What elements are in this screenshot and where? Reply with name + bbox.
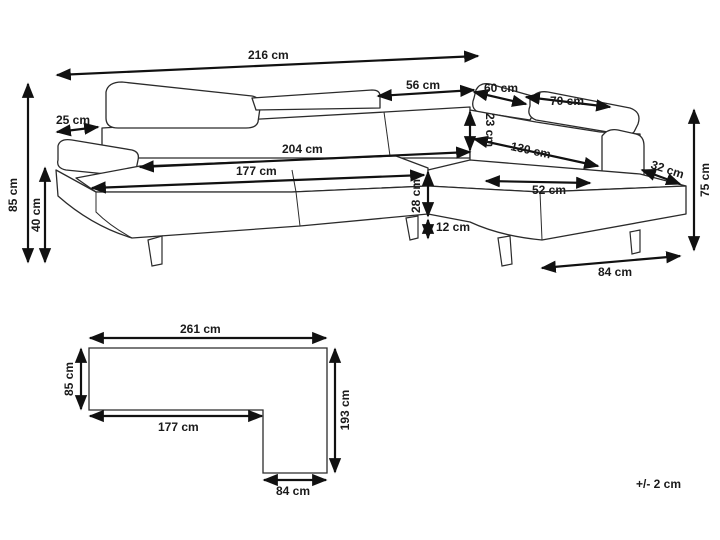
floor-plan: 261 cm 85 cm 177 cm 193 cm 84 cm xyxy=(62,322,352,498)
label-chaise-headrest: 70 cm xyxy=(550,94,584,108)
label-chaise-width: 84 cm xyxy=(598,265,632,279)
arrow-total-width xyxy=(55,50,480,81)
label-chaise-height: 75 cm xyxy=(698,163,712,197)
chaise-front xyxy=(427,185,687,241)
label-backrest-span: 204 cm xyxy=(282,142,323,156)
arrow-armrest-depth xyxy=(55,122,100,137)
armrest-chaise xyxy=(601,128,645,181)
floor-plan-outline xyxy=(88,347,328,474)
label-seat-height: 40 cm xyxy=(29,198,43,232)
leg-3 xyxy=(497,235,513,267)
arrow-corner-headrest xyxy=(472,89,528,107)
arrow-chaise-headrest xyxy=(524,92,612,112)
headrest-left xyxy=(105,81,261,129)
leg-1 xyxy=(147,235,163,267)
sofa-drawing xyxy=(55,81,687,267)
label-armrest-depth: 25 cm xyxy=(56,113,90,127)
arrow-chaise-seat xyxy=(484,175,592,189)
sofa-dimension-lines xyxy=(21,50,701,273)
arrow-backrest-span xyxy=(138,146,472,173)
arrow-chaise-arm xyxy=(640,168,682,186)
headrest-middle xyxy=(251,89,381,111)
body-line xyxy=(95,192,133,239)
label-seat-depth: 28 cm xyxy=(409,179,423,213)
label-plan-total-length: 261 cm xyxy=(180,322,221,336)
leg-4 xyxy=(629,229,641,255)
label-plan-depth: 85 cm xyxy=(62,362,76,396)
chaise-body-line xyxy=(539,191,543,241)
label-plan-total-depth: 193 cm xyxy=(338,390,352,431)
label-total-width: 216 cm xyxy=(248,48,289,62)
arrow-chaise-length xyxy=(472,135,600,170)
arrow-chaise-width xyxy=(540,251,682,273)
label-headrest-height: 23 cm xyxy=(483,113,497,147)
label-chaise-seat: 52 cm xyxy=(532,183,566,197)
leg-2 xyxy=(405,215,419,241)
label-headrest-width: 56 cm xyxy=(406,78,440,92)
arrow-seat-width xyxy=(90,169,426,194)
label-plan-chaise-width: 84 cm xyxy=(276,484,310,498)
arrow-headrest-width xyxy=(376,84,476,102)
label-seat-width: 177 cm xyxy=(236,164,277,178)
label-total-height: 85 cm xyxy=(6,178,20,212)
label-plan-inner-length: 177 cm xyxy=(158,420,199,434)
label-corner-headrest: 60 cm xyxy=(484,81,518,95)
label-leg-height: 12 cm xyxy=(436,220,470,234)
tolerance-note: +/- 2 cm xyxy=(636,477,681,491)
